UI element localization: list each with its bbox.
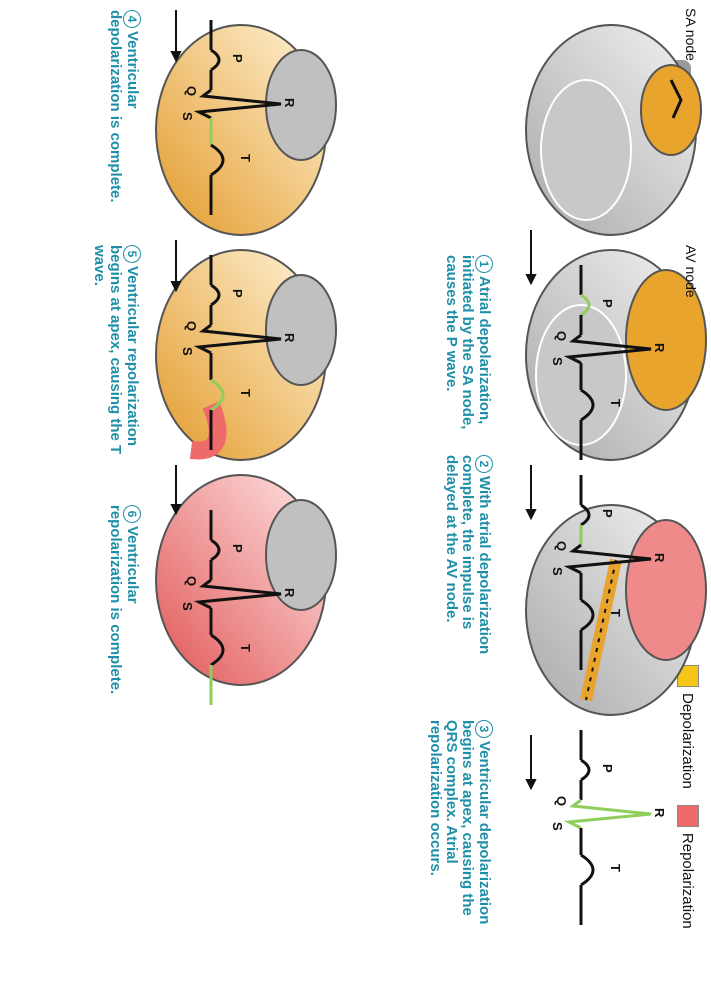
- ecg-label-q: Q: [554, 331, 569, 341]
- ecg-segment-t: [211, 145, 223, 175]
- ecg-segment-p: [211, 50, 219, 70]
- step-2-text: With atrial depolarization complete, the…: [443, 455, 493, 654]
- step-5-caption: 5Ventricular repolarization begins at ap…: [91, 245, 141, 465]
- ecg-segment-p: [211, 540, 219, 560]
- ecg-label-t: T: [238, 389, 253, 397]
- ecg-segment-p: [581, 295, 589, 315]
- ecg-segment-t: [581, 855, 593, 885]
- ecg-label-r: R: [282, 333, 297, 343]
- step-5-number: 5: [123, 245, 141, 263]
- ecg-label-t: T: [238, 644, 253, 652]
- step-2-number: 2: [475, 455, 493, 473]
- ecg-segment-qrs: [199, 580, 281, 608]
- step-1-text: Atrial depolarization, initiated by the …: [443, 255, 493, 429]
- ecg-segment-t: [581, 390, 593, 420]
- ecg-label-r: R: [282, 588, 297, 598]
- ecg-trace-step-4: P R Q S T: [180, 20, 297, 215]
- ecg-label-t: T: [238, 154, 253, 162]
- ecg-segment-qrs: [569, 545, 651, 573]
- step-3-number: 3: [475, 720, 493, 738]
- step-4-caption: 4Ventricular depolarization is complete.: [107, 10, 141, 210]
- ecg-label-q: Q: [184, 86, 199, 96]
- ecg-label-p: P: [600, 299, 615, 308]
- step-6-caption: 6Ventricular repolarization is complete.: [107, 505, 141, 705]
- ecg-label-p: P: [600, 764, 615, 773]
- ecg-label-s: S: [180, 112, 195, 121]
- ecg-label-t: T: [608, 399, 623, 407]
- ecg-trace-step-2: P R Q S T: [550, 475, 667, 670]
- ecg-label-s: S: [180, 602, 195, 611]
- ecg-label-s: S: [180, 347, 195, 356]
- ecg-segment-t: [211, 380, 223, 410]
- ecg-label-r: R: [652, 553, 667, 563]
- ecg-trace-step-1: P R Q S T: [550, 265, 667, 460]
- step-5-text: Ventricular repolarization begins at ape…: [91, 245, 141, 454]
- ecg-segment-t: [581, 600, 593, 630]
- ecg-label-s: S: [550, 567, 565, 576]
- ecg-label-r: R: [282, 98, 297, 108]
- step-3-caption: 3Ventricular depolarization begins at ap…: [427, 720, 493, 930]
- step-6-number: 6: [123, 505, 141, 523]
- ecg-trace-step-6: P R Q S T: [180, 510, 297, 705]
- ecg-segment-t: [211, 635, 223, 665]
- ecg-segment-p: [211, 285, 219, 305]
- ecg-trace-step-3: P R Q S T: [550, 730, 667, 925]
- ecg-label-p: P: [230, 289, 245, 298]
- step-4-number: 4: [123, 10, 141, 28]
- ecg-segment-qrs: [199, 90, 281, 118]
- ecg-label-q: Q: [554, 541, 569, 551]
- step-4-text: Ventricular depolarization is complete.: [107, 10, 141, 203]
- ecg-label-t: T: [608, 864, 623, 872]
- ecg-label-p: P: [600, 509, 615, 518]
- ecg-segment-qrs: [569, 800, 651, 828]
- ecg-label-r: R: [652, 808, 667, 818]
- ecg-label-s: S: [550, 822, 565, 831]
- ecg-segment-p: [581, 760, 589, 780]
- ecg-label-t: T: [608, 609, 623, 617]
- step-1-caption: 1Atrial depolarization, initiated by the…: [443, 255, 493, 455]
- ecg-trace-step-5: P R Q S T: [180, 255, 297, 450]
- ecg-label-q: Q: [184, 576, 199, 586]
- step-1-number: 1: [475, 255, 493, 273]
- step-2-caption: 2With atrial depolarization complete, th…: [443, 455, 493, 670]
- step-6-text: Ventricular repolarization is complete.: [107, 505, 141, 694]
- ecg-label-r: R: [652, 343, 667, 353]
- ecg-label-p: P: [230, 544, 245, 553]
- ecg-segment-qrs: [199, 325, 281, 353]
- ecg-label-s: S: [550, 357, 565, 366]
- ecg-label-q: Q: [184, 321, 199, 331]
- ecg-segment-p: [581, 505, 589, 525]
- ecg-label-p: P: [230, 54, 245, 63]
- ecg-segment-qrs: [569, 335, 651, 363]
- ecg-label-q: Q: [554, 796, 569, 806]
- step-3-text: Ventricular depolarization begins at ape…: [427, 720, 493, 924]
